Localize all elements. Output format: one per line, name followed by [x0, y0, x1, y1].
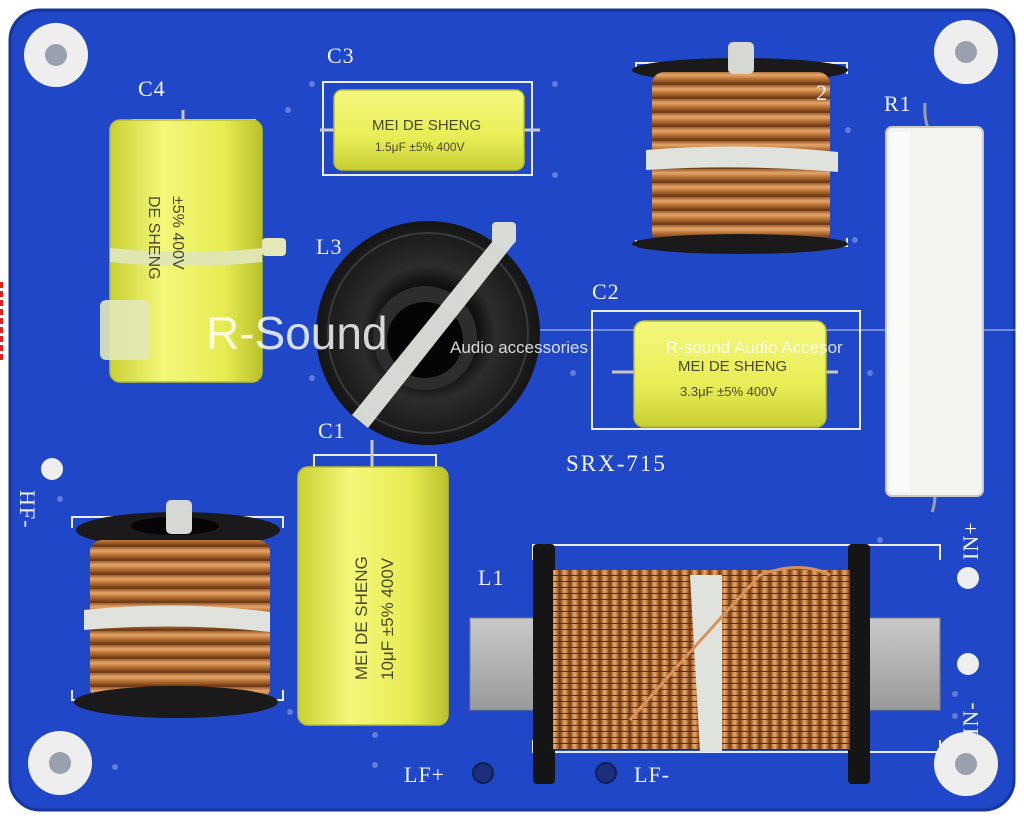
mounting-holes: [24, 20, 998, 796]
inductor-l1: [469, 544, 941, 784]
label-lf-plus: LF+: [404, 762, 446, 787]
red-edge-mark: [0, 282, 6, 360]
c3-rating: 1.5μF ±5% 400V: [375, 140, 465, 154]
resistor-r1: [885, 102, 984, 513]
model-number: SRX-715: [566, 451, 667, 476]
c1-rating: 10μF ±5% 400V: [378, 557, 397, 680]
label-l3: L3: [316, 234, 343, 259]
c3-brand: MEI DE SHENG: [372, 117, 482, 134]
c1-brand: MEI DE SHENG: [352, 556, 371, 680]
inductor-hf: [74, 500, 280, 718]
label-in-minus: IN-: [958, 701, 983, 735]
label-l2-partial: 2: [816, 80, 828, 105]
watermark-brand: R-Sound: [206, 307, 388, 359]
label-lf-minus: LF-: [634, 762, 670, 787]
label-c1: C1: [318, 418, 346, 443]
capacitor-c4: [100, 110, 286, 383]
c2-brand: MEI DE SHENG: [678, 358, 788, 375]
c2-rating: 3.3μF ±5% 400V: [680, 384, 778, 399]
label-r1: R1: [884, 91, 912, 116]
label-l1: L1: [478, 565, 505, 590]
terminal-pads: [41, 458, 979, 784]
inductor-l2: [632, 42, 848, 254]
inductor-l3: [316, 221, 540, 445]
label-c4: C4: [138, 76, 166, 101]
capacitor-c2: [612, 320, 838, 428]
watermark-tagline: Audio accessories: [450, 338, 588, 357]
label-in-plus: IN+: [958, 521, 983, 560]
capacitor-c1: [297, 440, 449, 726]
watermark-tagline-2: R-sound Audio Accesor: [666, 338, 843, 357]
label-hf-minus: HF-: [15, 490, 40, 529]
label-c2: C2: [592, 279, 620, 304]
c4-rating: ±5% 400V: [169, 196, 186, 270]
capacitor-c3: [320, 89, 540, 171]
c4-brand: DE SHENG: [145, 196, 162, 280]
label-c3: C3: [327, 43, 355, 68]
